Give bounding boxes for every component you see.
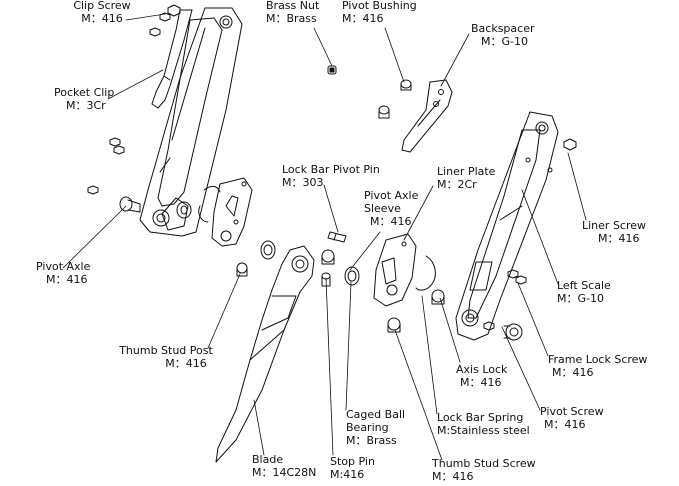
part-material: M：416 xyxy=(552,366,594,379)
part-name: Frame Lock Screw xyxy=(548,353,648,366)
part-material: M:Stainless steel xyxy=(437,424,530,437)
label-stop-pin: Stop Pin M:416 xyxy=(330,455,375,481)
pocket-clip xyxy=(151,9,193,109)
lock-bar-pivot-pin xyxy=(327,231,347,243)
axis-lock xyxy=(431,289,445,305)
part-material: M：303 xyxy=(282,176,324,189)
label-pivot-axle: Pivot Axle M：416 xyxy=(36,260,90,286)
part-name: Lock Bar Spring xyxy=(437,411,524,424)
part-material: M：416 xyxy=(81,12,123,25)
label-thumb-stud-post: Thumb Stud Post M：416 xyxy=(118,344,214,370)
label-caged-ball-bearing: Caged Ball Bearing M：Brass xyxy=(346,408,405,447)
label-backspacer: Backspacer M：G-10 xyxy=(471,22,535,48)
clip-screws xyxy=(87,4,181,195)
part-name: Lock Bar Pivot Pin xyxy=(282,163,380,176)
part-material: M：3Cr xyxy=(66,99,106,112)
part-material: M：416 xyxy=(342,12,384,25)
part-material: M：416 xyxy=(460,376,502,389)
label-frame-lock-screw: Frame Lock Screw M：416 xyxy=(548,353,647,379)
liner-screw xyxy=(563,138,577,151)
part-name: Blade xyxy=(252,453,284,466)
part-material: M：416 xyxy=(432,470,474,483)
part-name-line2: Sleeve xyxy=(364,202,401,215)
label-pivot-screw: Pivot Screw M：416 xyxy=(540,405,604,431)
part-material: M：416 xyxy=(46,273,88,286)
label-brass-nut: Brass Nut M：Brass xyxy=(266,0,319,25)
part-name: Thumb Stud Screw xyxy=(432,457,536,470)
part-name: Pocket Clip xyxy=(54,86,115,99)
part-name: Pivot Bushing xyxy=(342,0,417,12)
liner-plate xyxy=(373,233,417,307)
part-name: Thumb Stud Post xyxy=(119,344,213,357)
thumb-stud-post xyxy=(236,262,248,277)
left-bushing xyxy=(176,201,192,219)
backspacer xyxy=(401,79,453,153)
part-material: M：2Cr xyxy=(437,178,477,191)
pivot-axle xyxy=(119,196,141,213)
label-pivot-axle-sleeve: Pivot Axle Sleeve M：416 xyxy=(364,189,418,228)
right-handle xyxy=(139,7,243,237)
part-material: M：416 xyxy=(598,232,640,245)
label-left-scale: Left Scale M：G-10 xyxy=(557,279,611,305)
part-name-line1: Caged Ball xyxy=(346,408,406,421)
brass-nut xyxy=(327,65,337,75)
part-material: M：G-10 xyxy=(481,35,528,48)
label-axis-lock: Axis Lock M：416 xyxy=(456,363,507,389)
label-lock-bar-spring: Lock Bar Spring M:Stainless steel xyxy=(437,411,530,437)
stop-pin xyxy=(321,272,331,287)
left-liner-plate xyxy=(198,177,253,247)
part-name-line2: Bearing xyxy=(346,421,389,434)
part-name: Pivot Screw xyxy=(540,405,604,418)
label-pivot-bushing: Pivot Bushing M：416 xyxy=(342,0,417,25)
label-pocket-clip: Pocket Clip M：3Cr xyxy=(54,86,114,112)
part-material: M：14C28N xyxy=(252,466,317,479)
leader-lines xyxy=(62,13,587,461)
thumb-stud-screw xyxy=(387,317,401,333)
part-name: Liner Screw xyxy=(582,219,647,232)
part-name: Liner Plate xyxy=(437,165,496,178)
label-clip-screw: Clip Screw M：416 xyxy=(72,0,132,25)
part-name: Pivot Axle xyxy=(36,260,91,273)
part-material: M：G-10 xyxy=(557,292,604,305)
part-material: M:416 xyxy=(330,468,365,481)
label-thumb-stud-screw: Thumb Stud Screw M：416 xyxy=(432,457,536,483)
part-name: Stop Pin xyxy=(330,455,375,468)
part-material: M：416 xyxy=(370,215,412,228)
lock-bar-spring xyxy=(415,255,436,291)
part-material: M：416 xyxy=(165,357,207,370)
part-name: Clip Screw xyxy=(73,0,131,12)
pivot-bushings xyxy=(378,79,412,119)
left-scale xyxy=(455,111,559,341)
part-name-line1: Pivot Axle xyxy=(364,189,419,202)
caged-ball-bearing-2 xyxy=(344,266,360,286)
part-material: M：Brass xyxy=(346,434,397,447)
label-blade: Blade M：14C28N xyxy=(252,453,316,479)
label-liner-screw: Liner Screw M：416 xyxy=(582,219,646,245)
part-name: Left Scale xyxy=(557,279,611,292)
part-material: M：Brass xyxy=(266,12,317,25)
pivot-sleeve xyxy=(321,249,335,265)
caged-ball-bearing-1 xyxy=(260,240,276,260)
frame-lock-screws xyxy=(483,269,527,331)
part-name: Axis Lock xyxy=(456,363,508,376)
blade xyxy=(215,245,315,463)
part-name: Brass Nut xyxy=(266,0,320,12)
pivot-screw xyxy=(503,323,523,341)
part-name: Backspacer xyxy=(471,22,535,35)
part-material: M：416 xyxy=(544,418,586,431)
label-liner-plate: Liner Plate M：2Cr xyxy=(437,165,495,191)
label-lock-bar-pivot-pin: Lock Bar Pivot Pin M：303 xyxy=(282,163,380,189)
